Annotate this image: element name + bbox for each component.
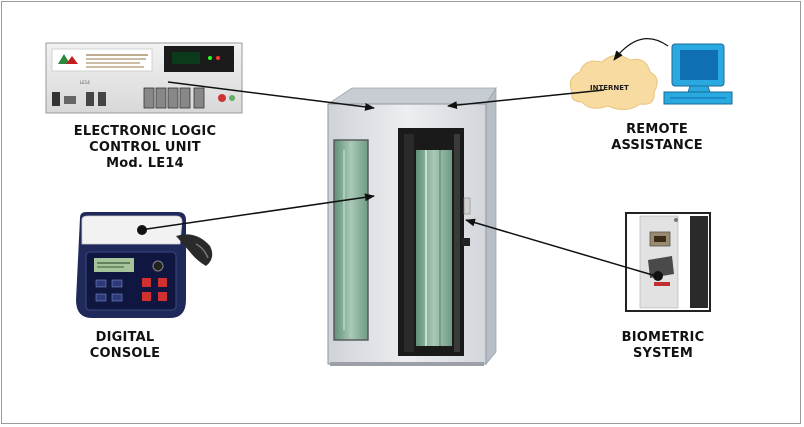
arrow-control-unit-to-booth — [167, 81, 375, 111]
biometric-system-label-line: BIOMETRIC — [621, 330, 705, 345]
security-booth — [326, 86, 497, 366]
remote-assistance-label-line: ASSISTANCE — [611, 138, 703, 153]
biometric-pointer-dot — [653, 271, 663, 281]
connection-arrow-computer-cloud — [613, 38, 669, 61]
control-unit-label-line: ELECTRONIC LOGIC — [73, 124, 217, 139]
panel-model-text: LE14 — [80, 80, 90, 85]
digital-console-label-line: CONSOLE — [89, 346, 161, 361]
connector-row — [52, 87, 235, 109]
biometric-system-label: BIOMETRIC SYSTEM — [598, 330, 728, 362]
digital-console-label: DIGITAL CONSOLE — [60, 330, 190, 362]
control-unit-label-line: CONTROL UNIT — [89, 140, 201, 155]
computer-icon — [663, 43, 733, 105]
arrow-internet-to-booth — [447, 89, 605, 110]
digital-console-label-line: DIGITAL — [95, 330, 155, 345]
control-unit-label: ELECTRONIC LOGIC CONTROL UNIT Mod. LE14 — [40, 124, 250, 172]
digital-console — [76, 212, 213, 318]
console-pointer-dot — [137, 225, 147, 235]
arrow-console-to-booth — [139, 193, 375, 231]
arrow-biometric-to-booth — [465, 218, 657, 277]
internet-label: INTERNET — [590, 84, 629, 92]
remote-assistance-label: REMOTE ASSISTANCE — [592, 122, 722, 154]
control-unit-label-line: Mod. LE14 — [106, 156, 184, 171]
biometric-system-label-line: SYSTEM — [632, 346, 694, 361]
remote-assistance-label-line: REMOTE — [626, 122, 688, 137]
biometric-device — [625, 212, 711, 312]
control-unit-panel: LE14 — [45, 42, 243, 114]
internet-cloud-icon: INTERNET — [569, 55, 658, 110]
